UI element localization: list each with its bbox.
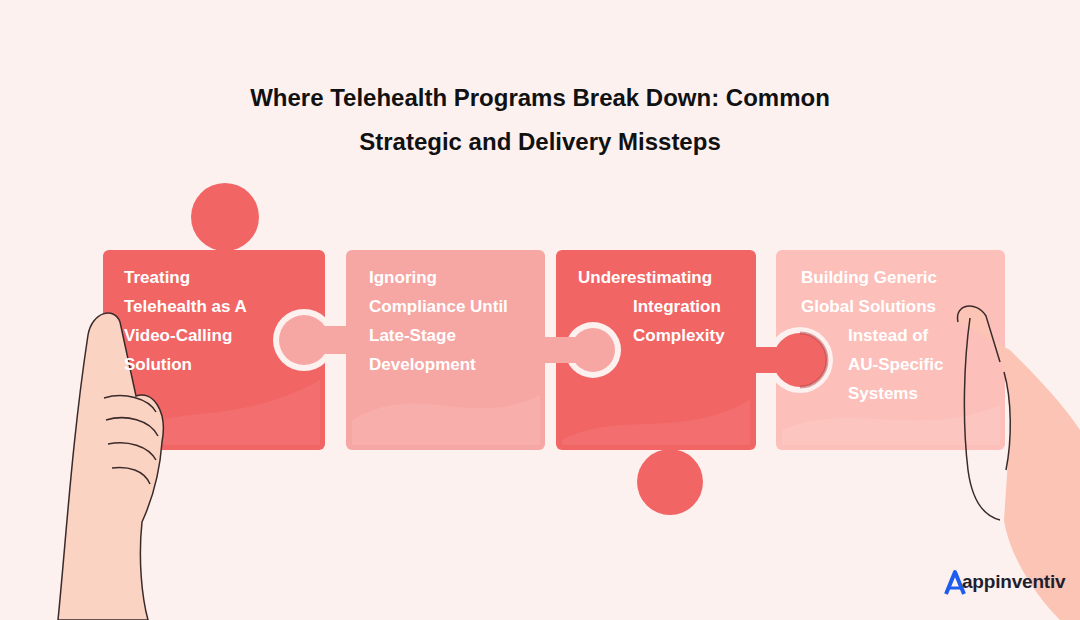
puzzle-piece-box: Underestimating Integration Complexity: [577, 263, 747, 382]
puzzle-piece-box: Treating Telehealth as A Video-Calling S…: [124, 263, 276, 379]
piece-label: Ignoring Compliance Until Late-Stage Dev…: [369, 263, 534, 379]
puzzle-piece-box: Ignoring Compliance Until Late-Stage Dev…: [369, 263, 534, 379]
piece-label: Treating Telehealth as A Video-Calling S…: [124, 263, 276, 379]
piece-label: Building Generic Global Solutions Instea…: [800, 263, 960, 408]
piece-label: Underestimating Integration Complexity: [577, 263, 747, 350]
puzzle-piece: [543, 250, 756, 515]
puzzle-piece: [273, 250, 545, 450]
puzzle-piece-box: Building Generic Global Solutions Instea…: [800, 263, 960, 411]
logo-text: appinventiv: [962, 571, 1065, 593]
right-hand: [958, 306, 1080, 620]
logo-mark: [946, 572, 964, 594]
diagram-title: Where Telehealth Programs Break Down: Co…: [240, 76, 840, 164]
